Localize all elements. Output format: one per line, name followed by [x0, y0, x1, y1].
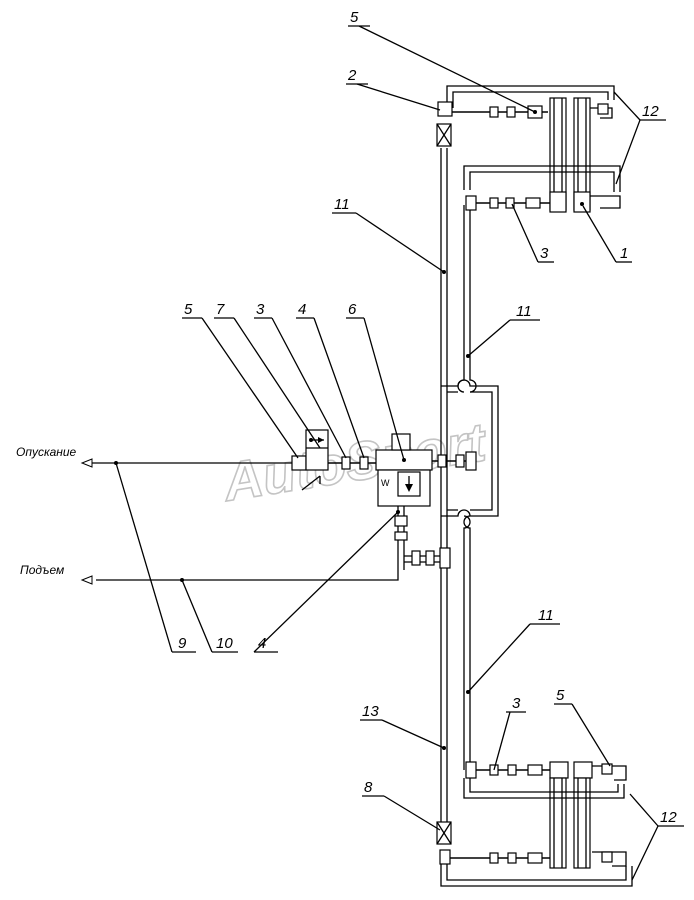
- label-3-top: 3: [540, 245, 549, 262]
- label-7: 7: [216, 301, 225, 318]
- top-cylinder-group: [436, 85, 621, 213]
- label-8: 8: [364, 779, 373, 796]
- label-6: 6: [348, 301, 357, 318]
- label-10: 10: [216, 635, 233, 652]
- pipe-11: [441, 205, 499, 770]
- label-5-lower: 5: [556, 687, 565, 704]
- label-5-mid: 5: [184, 301, 193, 318]
- label-12-top: 12: [642, 103, 659, 120]
- lifting-caption: Подъем: [20, 563, 64, 577]
- label-3-lower: 3: [512, 695, 521, 712]
- label-11-upper: 11: [334, 196, 350, 213]
- control-valve-block: W: [80, 429, 477, 585]
- label-3-mid: 3: [256, 301, 265, 318]
- label-2: 2: [347, 67, 357, 84]
- label-9: 9: [178, 635, 187, 652]
- bottom-cylinder-group: [436, 761, 633, 887]
- label-13: 13: [362, 703, 379, 720]
- svg-text:W: W: [381, 478, 390, 488]
- lowering-caption: Опускание: [16, 445, 77, 459]
- label-12-bottom: 12: [660, 809, 677, 826]
- pipe-13: [440, 148, 448, 826]
- callout-labels: 5 2 12 11 3 1 11 5 7 3 4 6 9 10 4 11 13 …: [178, 9, 677, 826]
- label-4-bottom: 4: [258, 635, 266, 652]
- label-4-mid: 4: [298, 301, 306, 318]
- label-11-lower: 11: [538, 607, 554, 624]
- label-5-top: 5: [350, 9, 359, 26]
- leader-lines: [114, 25, 684, 881]
- label-1: 1: [620, 245, 628, 262]
- label-11-right: 11: [516, 303, 532, 320]
